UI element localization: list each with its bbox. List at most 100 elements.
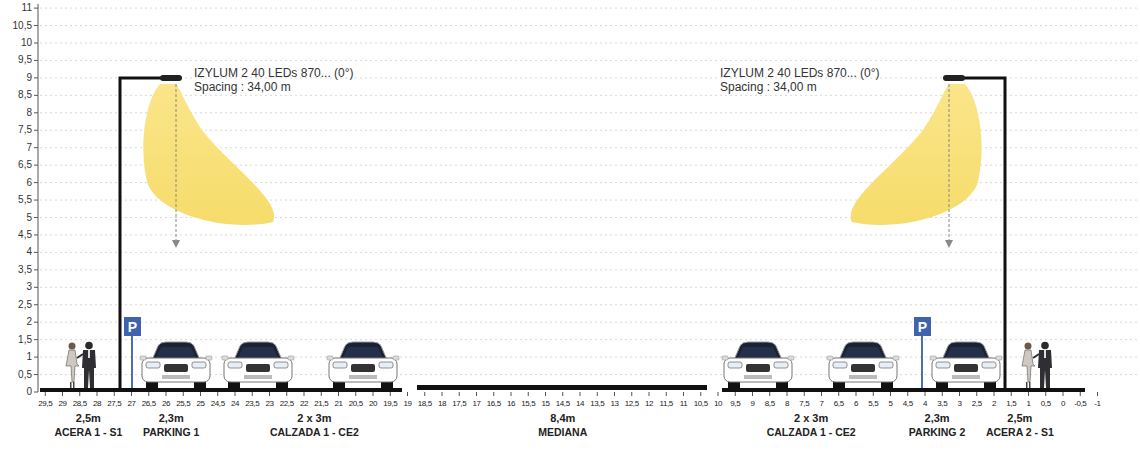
tick-line <box>442 392 443 396</box>
dimension: 8,4m <box>550 413 575 424</box>
axis-value: 18,5 <box>418 400 432 408</box>
dimension: 2 x 3m <box>297 413 331 424</box>
tick-line <box>40 95 1140 96</box>
tick-line <box>62 392 63 396</box>
tick-line <box>252 392 253 396</box>
zone-name: PARKING 1 <box>143 427 199 438</box>
tick-line <box>34 8 38 9</box>
tick-line <box>424 392 425 396</box>
tick-line <box>562 392 563 396</box>
tick-line <box>34 217 38 218</box>
tick-line <box>907 392 908 396</box>
axis-value: 2 <box>992 400 996 408</box>
axis-value: 2,5 <box>18 300 32 310</box>
axis-value: 26,5 <box>142 400 156 408</box>
tick-line <box>34 252 38 253</box>
axis-value: 0 <box>1061 400 1065 408</box>
tick-line <box>804 392 805 396</box>
axis-value: 5,5 <box>18 195 32 205</box>
axis-value: -1 <box>1094 400 1100 408</box>
axis-value: 4,5 <box>18 230 32 240</box>
tick-line <box>34 287 38 288</box>
tick-line <box>511 392 512 396</box>
luminaire-label: IZYLUM 2 40 LEDs 870... (0°) <box>194 67 354 79</box>
axis-value: 6 <box>26 178 32 188</box>
tick-line <box>528 392 529 396</box>
axis-value: 18 <box>438 400 446 408</box>
axis-value: 6,5 <box>834 400 844 408</box>
tick-line <box>40 25 1140 26</box>
tick-line <box>34 43 38 44</box>
tick-line <box>614 392 615 396</box>
axis-value: 20 <box>369 400 377 408</box>
axis-value: 3 <box>957 400 961 408</box>
tick-line <box>580 392 581 396</box>
tick-line <box>407 392 408 396</box>
axis-value: 16 <box>507 400 515 408</box>
axis-value: 11 <box>680 400 688 408</box>
tick-line <box>286 392 287 396</box>
tick-line <box>459 392 460 396</box>
tick-line <box>338 392 339 396</box>
axis-value: 5,5 <box>868 400 878 408</box>
axis-value: 8,5 <box>765 400 775 408</box>
tick-line <box>1063 392 1064 396</box>
axis-value: 1 <box>1026 400 1030 408</box>
tick-line <box>787 392 788 396</box>
dimension: 2,3m <box>159 413 184 424</box>
axis-value: 17 <box>472 400 480 408</box>
tick-line <box>34 25 38 26</box>
tick-line <box>390 392 391 396</box>
tick-line <box>373 392 374 396</box>
tick-line <box>1028 392 1029 396</box>
axis-value: 25,5 <box>176 400 190 408</box>
tick-line <box>34 60 38 61</box>
axis-value: 17,5 <box>452 400 466 408</box>
axis-value: 27 <box>127 400 135 408</box>
axis-value: 4 <box>923 400 927 408</box>
tick-line <box>631 392 632 396</box>
zone-name: ACERA 1 - S1 <box>54 427 122 438</box>
tick-line <box>976 392 977 396</box>
axis-value: 15 <box>541 400 549 408</box>
tick-line <box>40 269 1140 270</box>
tick-line <box>545 392 546 396</box>
axis-value: 14,5 <box>556 400 570 408</box>
tick-line <box>269 392 270 396</box>
axis-value: 11,5 <box>660 400 673 408</box>
axis-value: 9,5 <box>18 55 32 65</box>
axis-value: 8 <box>785 400 789 408</box>
tick-line <box>856 392 857 396</box>
tick-line <box>34 304 38 305</box>
tick-line <box>40 304 1140 305</box>
tick-line <box>476 392 477 396</box>
parking-sign: P <box>918 320 927 334</box>
axis-value: 5 <box>26 213 32 223</box>
tick-line <box>34 392 38 393</box>
axis-value: 21 <box>334 400 342 408</box>
axis-value: 3 <box>26 282 32 292</box>
tick-line <box>148 392 149 396</box>
axis-value: 23 <box>265 400 273 408</box>
axis-value: 4,5 <box>903 400 913 408</box>
tick-line <box>769 392 770 396</box>
axis-value: 0,5 <box>18 370 32 380</box>
axis-value: 7,5 <box>799 400 809 408</box>
tick-line <box>40 43 1140 44</box>
axis-value: 16,5 <box>487 400 501 408</box>
tick-line <box>735 392 736 396</box>
tick-line <box>34 357 38 358</box>
axis-value: 23,5 <box>245 400 259 408</box>
tick-line <box>752 392 753 396</box>
tick-line <box>34 374 38 375</box>
tick-line <box>683 392 684 396</box>
tick-line <box>718 392 719 396</box>
spacing-label: Spacing : 34,00 m <box>194 81 291 93</box>
zone-name: PARKING 2 <box>909 427 965 438</box>
tick-line <box>235 392 236 396</box>
tick-line <box>34 147 38 148</box>
axis-value: 9,5 <box>730 400 740 408</box>
tick-line <box>649 392 650 396</box>
axis-value: 8 <box>26 108 32 118</box>
axis-value: 2,5 <box>972 400 982 408</box>
